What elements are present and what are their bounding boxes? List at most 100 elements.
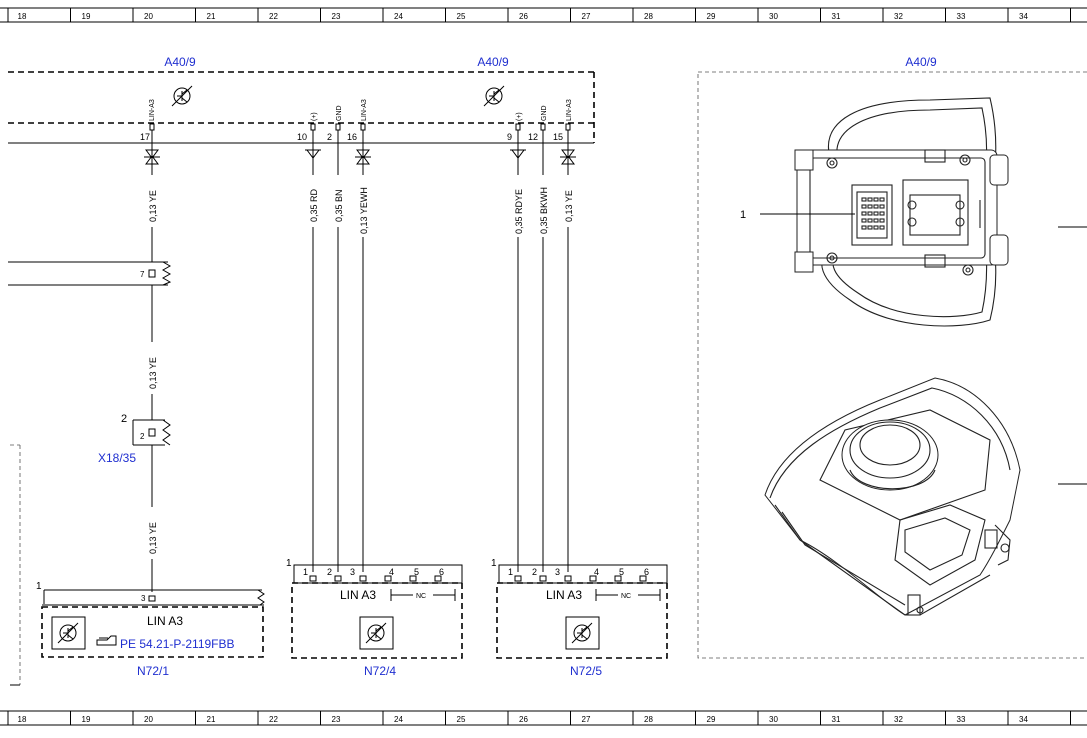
connector-pin: 2 — [140, 432, 145, 441]
ruler-column-label: 31 — [832, 12, 841, 21]
ruler-column-label: 30 — [769, 715, 778, 724]
controller-knob-illustration — [764, 377, 1021, 616]
pin-terminals — [149, 123, 571, 131]
ruler-column-label: 23 — [332, 715, 341, 724]
wire-label: 0,35 BN — [334, 189, 344, 222]
component-n72-1: 1 3 LIN A3 — [36, 581, 265, 658]
pin-function-label: LIN-A3 — [566, 99, 573, 121]
ruler-column-label: 28 — [644, 715, 653, 724]
component-pin: 4 — [389, 567, 394, 577]
ruler-column-label: 24 — [394, 715, 403, 724]
lin-signal-symbols — [144, 149, 576, 165]
ruler-column-label: 34 — [1019, 715, 1028, 724]
component-n72-4: 1 1 2 3 4 5 6 LIN A3 NC — [286, 558, 463, 659]
module-label-mid: A40/9 — [477, 55, 509, 69]
ruler-column-label: 21 — [207, 12, 216, 21]
not-connected-label: NC — [621, 593, 631, 600]
ruler-column-label: 33 — [957, 12, 966, 21]
connector-pins-grid — [861, 197, 885, 230]
wire-label: 0,35 RDYE — [514, 189, 524, 234]
component-title: LIN A3 — [147, 614, 183, 628]
component-pin: 5 — [619, 567, 624, 577]
component-label: N72/5 — [570, 664, 602, 678]
module-label-right: A40/9 — [905, 55, 937, 69]
component-corner: 1 — [286, 558, 292, 569]
pin-function-label: LIN-A3 — [361, 99, 368, 121]
ruler-column-label: 27 — [582, 715, 591, 724]
connector-pin: 2 — [121, 413, 127, 425]
ruler-column-label: 34 — [1019, 12, 1028, 21]
hand-pointer-icon — [96, 635, 117, 646]
ruler-column-label: 29 — [707, 12, 716, 21]
pin-number: 17 — [140, 132, 150, 142]
wire-label: 0,13 YE — [148, 190, 158, 222]
pin-number: 16 — [347, 132, 357, 142]
connector-label: X18/35 — [98, 451, 136, 465]
pin-number: 12 — [528, 132, 538, 142]
ruler-column-label: 25 — [457, 715, 466, 724]
ruler-column-label: 32 — [894, 715, 903, 724]
ruler-column-label: 19 — [82, 715, 91, 724]
component-pin: 6 — [644, 567, 649, 577]
ruler-column-label: 26 — [519, 12, 528, 21]
ruler-column-label: 26 — [519, 715, 528, 724]
wire-labels: 0,13 YE 0,13 YE 0,13 YE 0,35 RD 0,35 BN … — [146, 175, 574, 559]
ruler-column-label: 21 — [207, 715, 216, 724]
wire-label: 0,13 YEWH — [359, 187, 369, 234]
ruler-column-label: 23 — [332, 12, 341, 21]
component-pin: 1 — [508, 567, 513, 577]
component-pin: 1 — [303, 567, 308, 577]
component-label: N72/1 — [137, 664, 169, 678]
component-pin: 3 — [350, 567, 355, 577]
ruler-column-label: 30 — [769, 12, 778, 21]
wire-label: 0,13 YE — [148, 522, 158, 554]
illustration-frame — [697, 71, 1087, 659]
wire-label: 0,35 RD — [309, 188, 319, 222]
module-label-left: A40/9 — [164, 55, 196, 69]
not-connected-label: NC — [416, 593, 426, 600]
component-corner: 1 — [36, 581, 42, 592]
ruler-column-label: 33 — [957, 715, 966, 724]
wire-label: 0,35 BKWH — [539, 187, 549, 234]
pin-function-label: GND — [336, 105, 343, 121]
ruler-column-label: 29 — [707, 715, 716, 724]
module-a40-9-box — [8, 71, 595, 144]
pin-number: 15 — [553, 132, 563, 142]
ruler-column-label: 18 — [18, 12, 27, 21]
component-title: LIN A3 — [340, 588, 376, 602]
ruler-column-label: 24 — [394, 12, 403, 21]
ruler-column-label: 20 — [144, 715, 153, 724]
transistor-icon — [483, 85, 505, 107]
pin-function-label: GND — [541, 105, 548, 121]
pin-number: 10 — [297, 132, 307, 142]
pin-function-label: LIN-A3 — [149, 99, 156, 121]
component-n72-5: 1 1 2 3 4 5 6 LIN A3 NC — [491, 558, 668, 659]
ruler-column-label: 25 — [457, 12, 466, 21]
callout-number: 1 — [740, 209, 746, 221]
ruler-column-label: 28 — [644, 12, 653, 21]
connector-x18-35: 2 2 — [121, 413, 171, 446]
pin-number: 2 — [327, 132, 332, 142]
component-label: N72/4 — [364, 664, 396, 678]
component-title: LIN A3 — [546, 588, 582, 602]
connector-7: 7 — [8, 261, 172, 286]
ruler-column-label: 27 — [582, 12, 591, 21]
wire-label: 0,13 YE — [148, 357, 158, 389]
wire-label: 0,13 YE — [564, 190, 574, 222]
controller-housing-illustration — [794, 97, 1009, 327]
ruler-column-label: 20 — [144, 12, 153, 21]
transistor-icon — [171, 85, 193, 107]
connector-pin: 7 — [140, 270, 145, 279]
reference-link[interactable]: PE 54.21-P-2119FBB — [120, 637, 235, 651]
ruler-column-label: 22 — [269, 12, 278, 21]
component-pin: 5 — [414, 567, 419, 577]
ruler-column-label: 22 — [269, 715, 278, 724]
pin-function-label: (+) — [516, 112, 523, 121]
ruler-column-label: 31 — [832, 715, 841, 724]
component-pin: 4 — [594, 567, 599, 577]
ruler-column-label: 19 — [82, 12, 91, 21]
component-pin: 2 — [532, 567, 537, 577]
